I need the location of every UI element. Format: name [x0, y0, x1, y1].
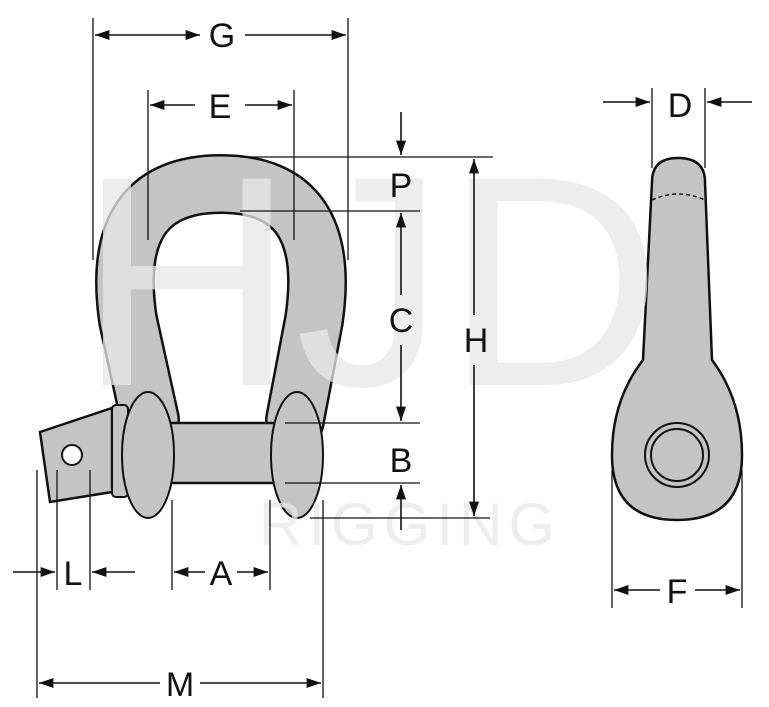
label-c: C: [389, 302, 414, 340]
dimension-labels: G E P C H B D F L A M: [64, 17, 693, 704]
shackle-side-view: [610, 156, 744, 522]
watermark-brand: HJD: [78, 113, 661, 449]
dimensions: [13, 18, 752, 698]
watermark: HJD RIGGING: [78, 113, 661, 558]
label-p: P: [390, 167, 413, 205]
label-m: M: [166, 666, 194, 704]
label-f: F: [667, 573, 688, 611]
label-d: D: [668, 87, 693, 125]
pin-tab-hole: [61, 444, 83, 466]
left-ear: [121, 391, 175, 519]
label-h: H: [464, 322, 489, 360]
label-b: B: [390, 442, 413, 480]
label-e: E: [209, 88, 232, 126]
label-a: A: [210, 555, 233, 593]
shackle-front-view: [38, 153, 347, 519]
label-l: L: [64, 555, 83, 593]
label-g: G: [209, 17, 235, 55]
watermark-sub: RIGGING: [259, 491, 561, 558]
